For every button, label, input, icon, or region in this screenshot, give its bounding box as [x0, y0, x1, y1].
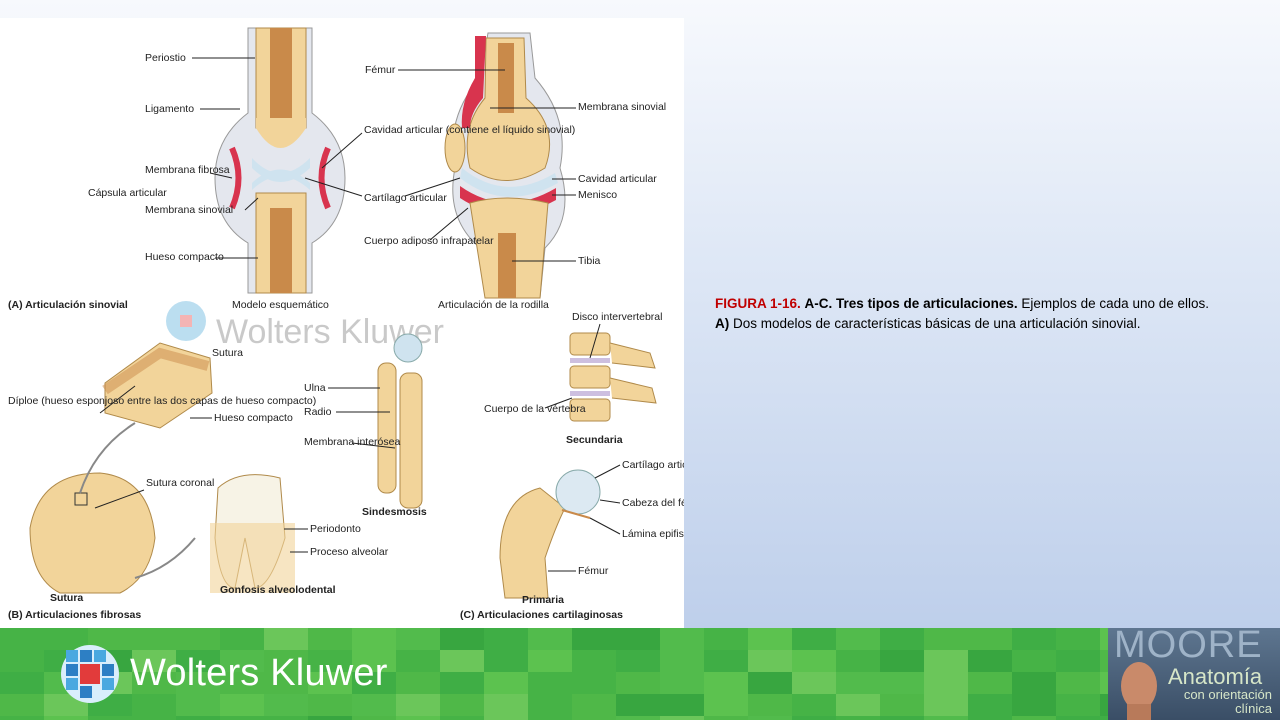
label-hueso-compacto-b: Hueso compacto	[214, 412, 293, 424]
figure-caption: FIGURA 1-16. A-C. Tres tipos de articula…	[715, 294, 1255, 334]
suture-bone-block	[102, 342, 213, 429]
label-femur-c: Fémur	[578, 565, 609, 577]
book-title: MOORE	[1114, 628, 1263, 666]
panel-a-left-caption: Modelo esquemático	[232, 299, 329, 311]
label-ligamento: Ligamento	[145, 103, 194, 115]
wolters-kluwer-logo-icon	[61, 645, 119, 703]
label-tibia: Tibia	[578, 255, 601, 267]
label-cuerpo-vertebra: Cuerpo de la vértebra	[484, 403, 586, 415]
label-cuerpo-adiposo: Cuerpo adiposo infrapatelar	[364, 235, 494, 247]
label-membrana-sinovial-knee: Membrana sinovial	[578, 101, 666, 113]
label-radio: Radio	[304, 406, 332, 418]
caption-part-a-text: Dos modelos de características básicas d…	[733, 316, 1141, 331]
joints-diagram: Periostio Ligamento Membrana fibrosa Cáp…	[8, 27, 684, 621]
caption-secundaria: Secundaria	[566, 434, 623, 446]
label-ulna: Ulna	[304, 382, 326, 394]
label-menisco: Menisco	[578, 189, 617, 201]
label-hueso-compacto: Hueso compacto	[145, 251, 224, 263]
label-femur-knee: Fémur	[365, 64, 396, 76]
label-capsula-articular: Cápsula articular	[88, 187, 167, 199]
label-membrana-interosea: Membrana interósea	[304, 436, 400, 448]
label-membrana-sinovial: Membrana sinovial	[145, 204, 233, 216]
label-cavidad-articular-knee: Cavidad articular	[578, 173, 657, 185]
anatomy-head-icon	[1121, 662, 1157, 720]
vertebral-column	[569, 332, 657, 422]
label-periostio: Periostio	[145, 52, 186, 64]
caption-title: A-C. Tres tipos de articulaciones.	[804, 296, 1018, 311]
proximal-femur	[499, 469, 601, 599]
forearm-bones	[377, 333, 423, 509]
caption-sindesmosis: Sindesmosis	[362, 506, 427, 518]
footer-banner: Wolters Kluwer	[0, 628, 1280, 720]
panel-a-title: (A) Articulación sinovial	[8, 299, 128, 311]
skull	[29, 472, 156, 594]
label-membrana-fibrosa: Membrana fibrosa	[145, 164, 230, 176]
footer-brand-text: Wolters Kluwer	[130, 652, 388, 694]
label-proceso-alveolar: Proceso alveolar	[310, 546, 389, 558]
moore-book-logo: MOORE Anatomía con orientación clínica	[1108, 628, 1280, 720]
caption-sutura: Sutura	[50, 592, 83, 604]
label-disco: Disco intervertebral	[572, 311, 662, 323]
label-cabeza-femur: Cabeza del fémur	[622, 497, 684, 509]
panel-b-title: (B) Articulaciones fibrosas	[8, 609, 141, 621]
label-periodonto: Periodonto	[310, 523, 361, 535]
book-subtitle: Anatomía	[1168, 664, 1263, 689]
label-cavidad-articular: Cavidad articular (contiene el líquido s…	[364, 124, 575, 136]
caption-primaria: Primaria	[522, 594, 564, 606]
label-diploe: Díploe (hueso esponjoso entre las dos ca…	[8, 395, 316, 407]
label-lamina: Lámina epifisaria	[622, 528, 684, 540]
label-cartilago-c: Cartílago articular	[622, 459, 684, 471]
caption-text: Ejemplos de cada uno de ellos.	[1021, 296, 1209, 311]
caption-part-a-label: A)	[715, 316, 730, 331]
label-sutura: Sutura	[212, 347, 243, 359]
figure-number: FIGURA 1-16.	[715, 296, 801, 311]
label-sutura-coronal: Sutura coronal	[146, 477, 214, 489]
panel-c-title: (C) Articulaciones cartilaginosas	[460, 609, 623, 621]
panel-a-right-caption: Articulación de la rodilla	[438, 299, 549, 311]
knee-joint	[444, 32, 566, 299]
tooth-gonfosis	[210, 474, 295, 593]
label-cartilago-articular: Cartílago articular	[364, 192, 447, 204]
caption-gonfosis: Gonfosis alveolodental	[220, 584, 336, 596]
book-subtitle-2: con orientación clínica	[1183, 687, 1272, 716]
figure-illustration: Periostio Ligamento Membrana fibrosa Cáp…	[0, 18, 684, 628]
synovial-joint-schematic	[214, 27, 346, 294]
